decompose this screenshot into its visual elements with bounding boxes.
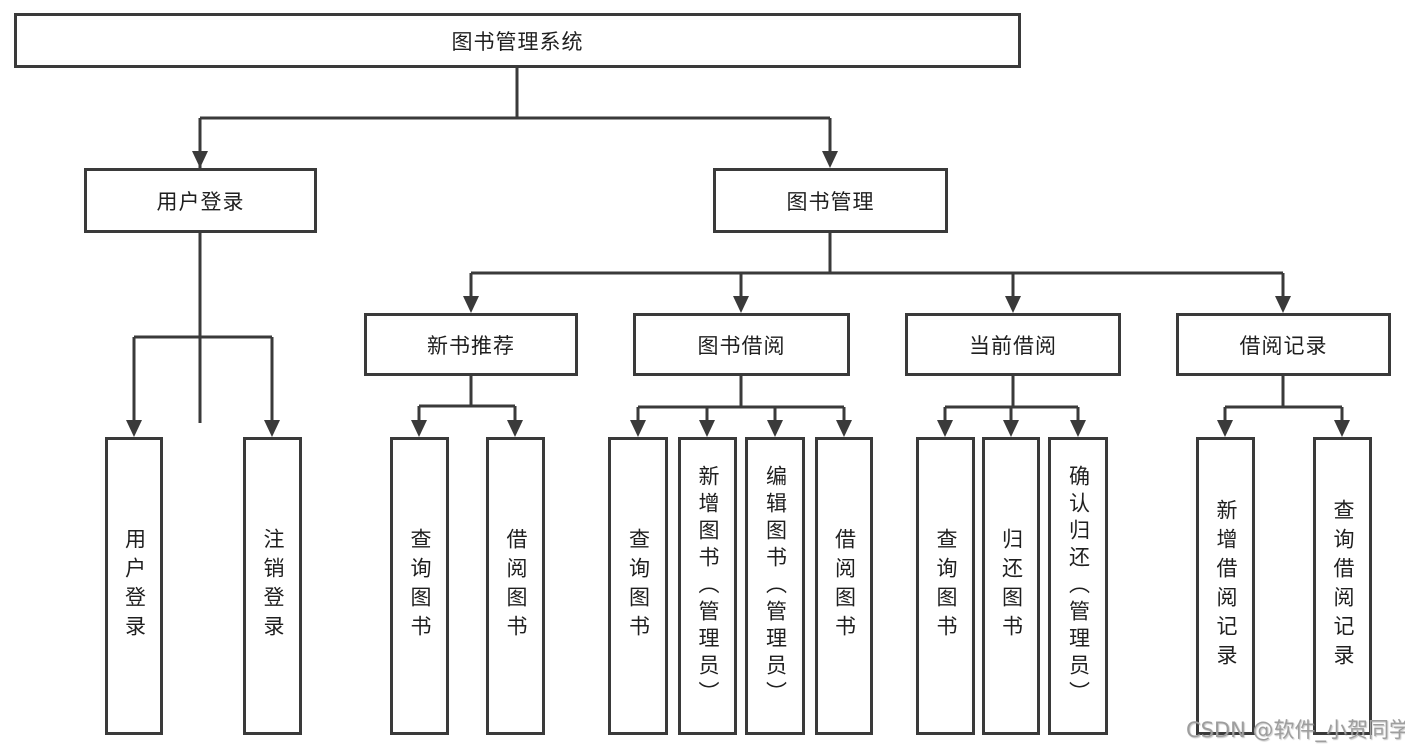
arrow-icon <box>1334 420 1350 437</box>
leaf-user-login: 用户登录 <box>105 437 163 735</box>
node-new-book-recommendation: 新书推荐 <box>364 313 578 376</box>
leaf-borrow-book: 借阅图书 <box>815 437 873 735</box>
arrow-icon <box>1275 296 1291 313</box>
arrow-icon <box>1003 420 1019 437</box>
node-borrowing-records: 借阅记录 <box>1176 313 1391 376</box>
connector-newbook-to-leaves <box>417 376 517 424</box>
arrow-icon <box>192 151 208 168</box>
connector-borrow-to-leaves <box>636 376 846 424</box>
csdn-watermark: CSDN @软件_小贺同学 <box>1186 718 1405 742</box>
connector-bookmgmt-to-level3 <box>469 233 1285 300</box>
leaf-query-borrow-record: 查询借阅记录 <box>1313 437 1372 735</box>
connector-userlogin-to-leaves <box>132 233 274 424</box>
leaf-logout: 注销登录 <box>243 437 302 735</box>
leaf-add-book-admin: 新增图书（管理员） <box>678 437 737 735</box>
leaf-return-book: 归还图书 <box>982 437 1040 735</box>
arrow-icon <box>126 420 142 437</box>
leaf-confirm-return-admin: 确认归还（管理员） <box>1048 437 1108 735</box>
connector-root-to-level2 <box>198 68 832 423</box>
connector-current-to-leaves <box>943 376 1080 424</box>
leaf-query-book-borrowing: 查询图书 <box>608 437 668 735</box>
connector-records-to-leaves <box>1223 376 1344 424</box>
node-book-management-branch: 图书管理 <box>713 168 948 233</box>
arrow-icon <box>699 420 715 437</box>
arrow-icon <box>1070 420 1086 437</box>
leaf-add-borrow-record: 新增借阅记录 <box>1196 437 1255 735</box>
leaf-edit-book-admin: 编辑图书（管理员） <box>745 437 805 735</box>
leaf-query-book-current: 查询图书 <box>916 437 975 735</box>
arrow-icon <box>507 420 523 437</box>
arrow-icon <box>264 420 280 437</box>
leaf-borrow-book-recommend: 借阅图书 <box>486 437 545 735</box>
leaf-query-book-recommend: 查询图书 <box>390 437 449 735</box>
arrow-icon <box>767 420 783 437</box>
arrow-icon <box>1217 420 1233 437</box>
node-book-borrowing: 图书借阅 <box>633 313 850 376</box>
arrow-icon <box>822 151 838 168</box>
arrow-icon <box>411 420 427 437</box>
arrow-icon <box>733 296 749 313</box>
arrow-icon <box>937 420 953 437</box>
arrow-icon <box>1005 296 1021 313</box>
arrow-icon <box>630 420 646 437</box>
node-current-borrowing: 当前借阅 <box>905 313 1121 376</box>
node-library-system: 图书管理系统 <box>14 13 1021 68</box>
arrow-icon <box>463 296 479 313</box>
arrow-icon <box>836 420 852 437</box>
node-user-login-branch: 用户登录 <box>84 168 317 233</box>
